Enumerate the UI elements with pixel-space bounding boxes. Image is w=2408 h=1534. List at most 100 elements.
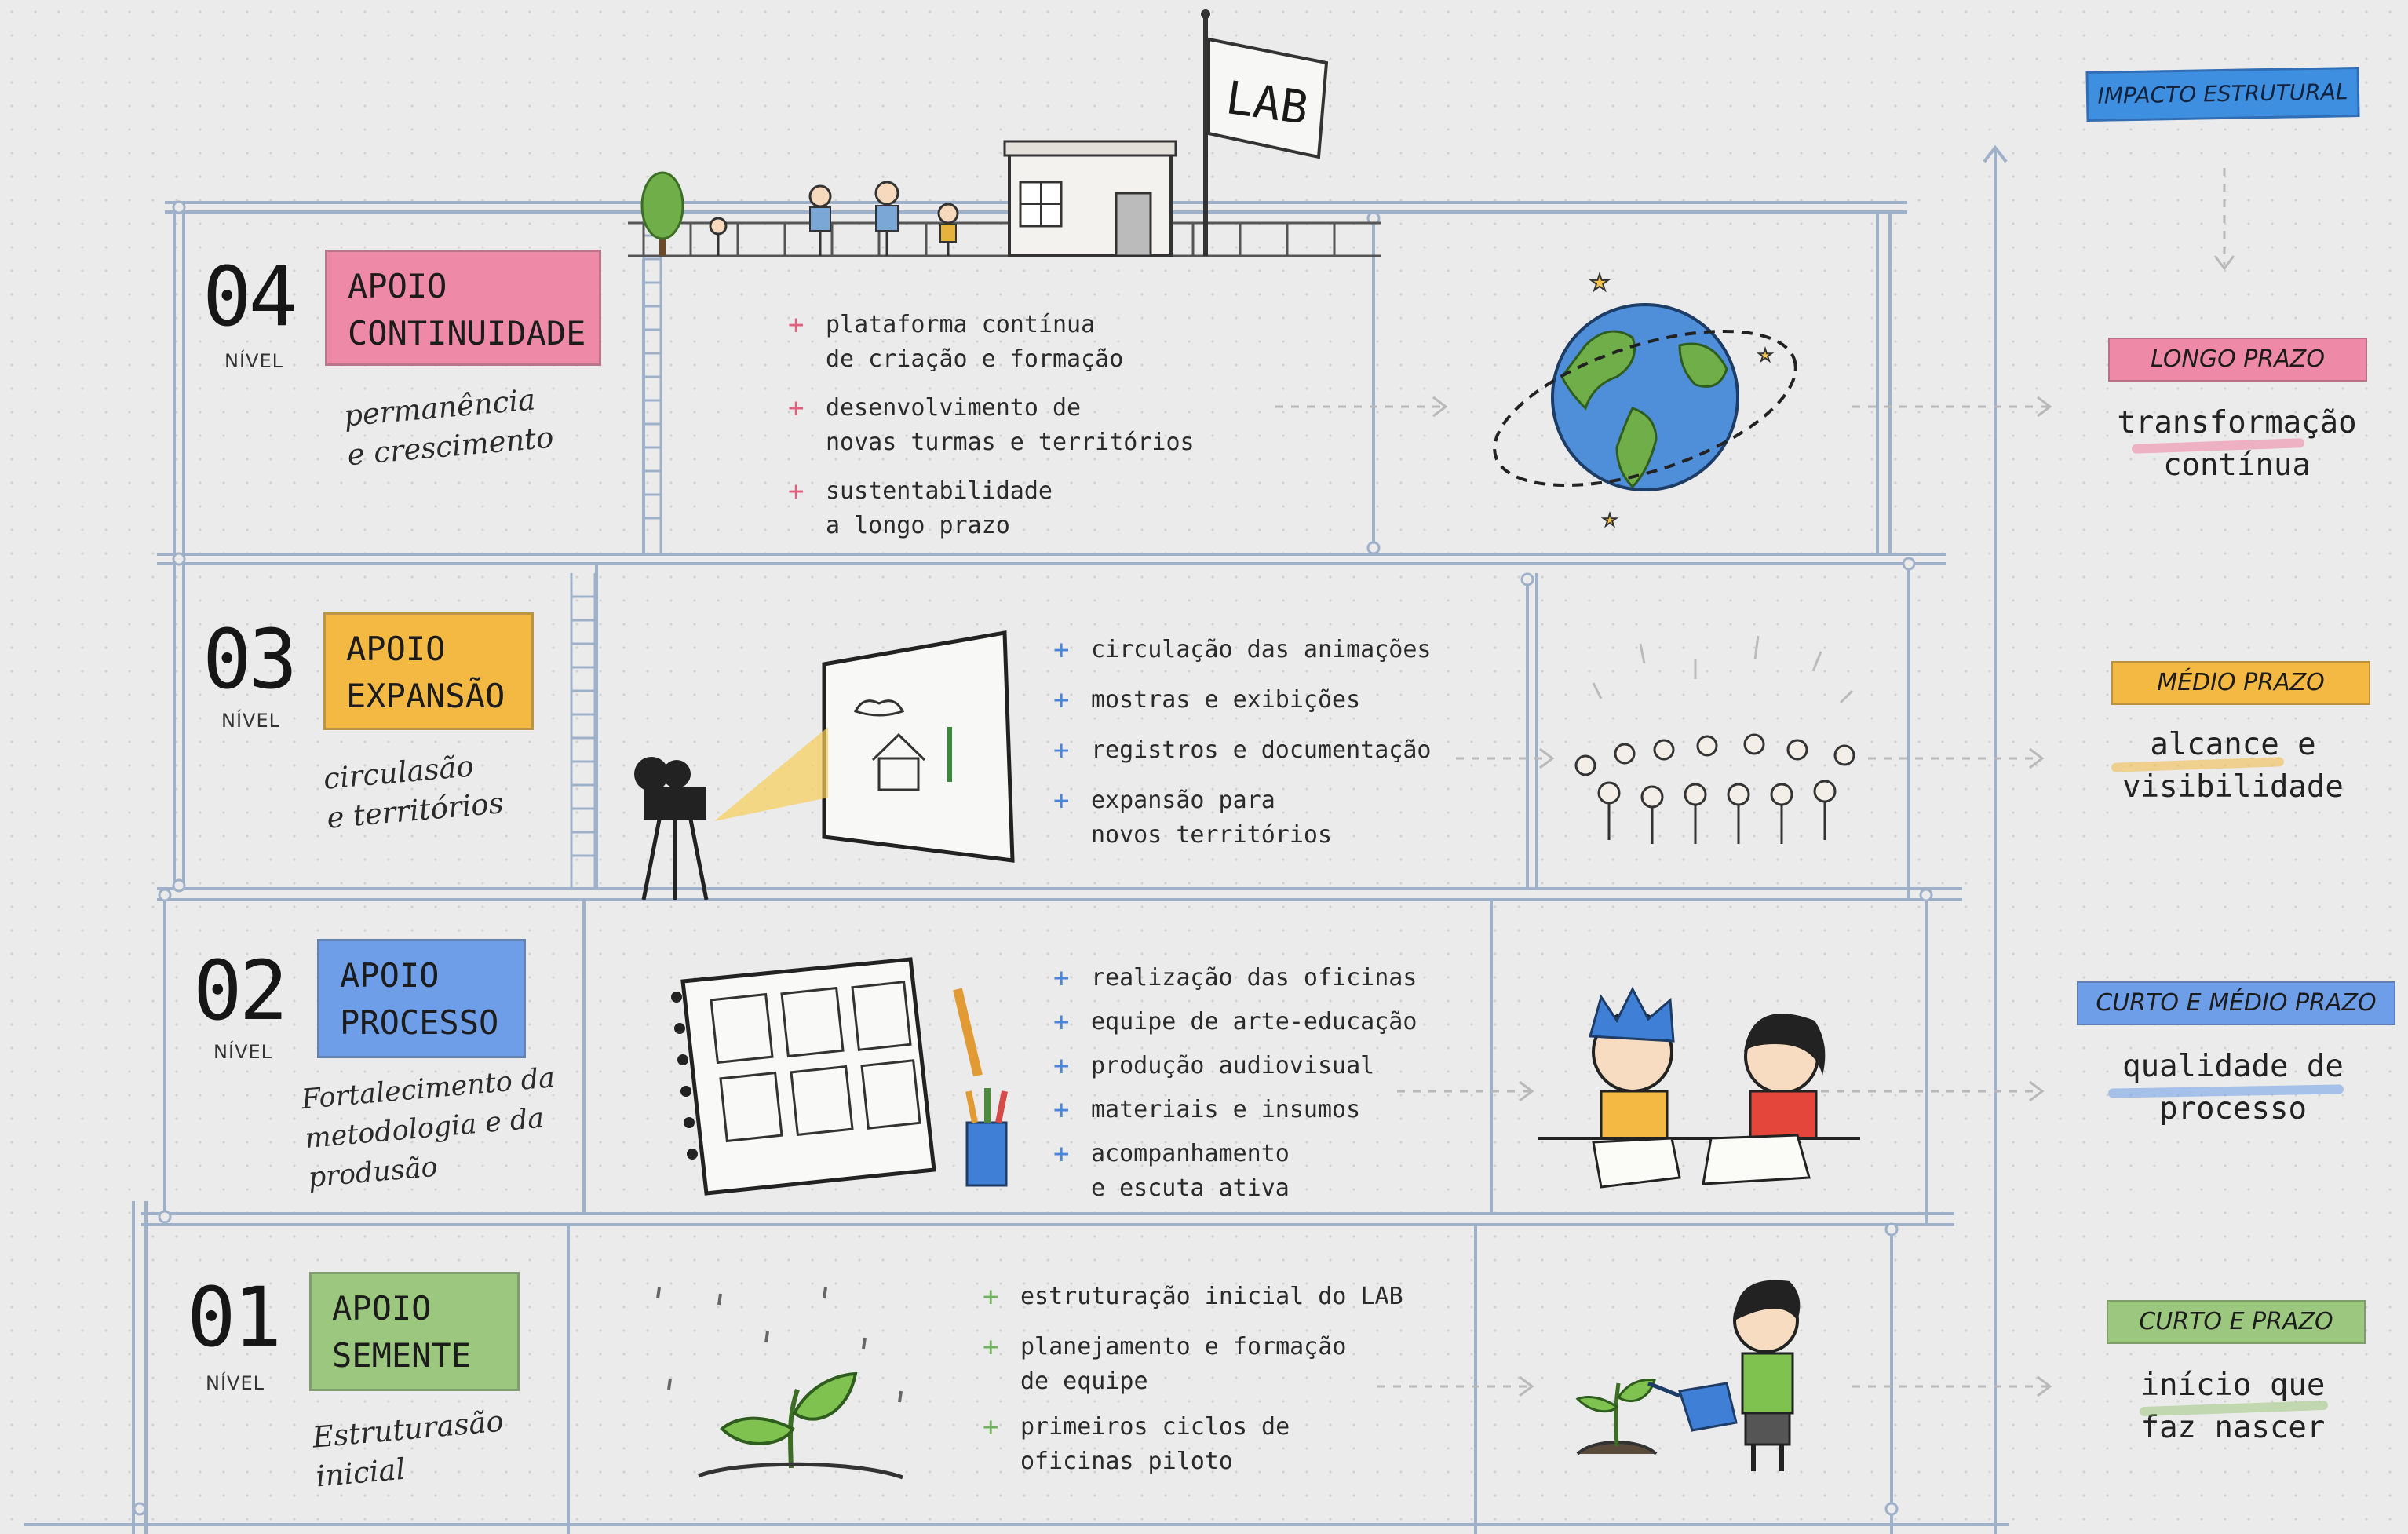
list-item-line1: acompanhamento bbox=[1091, 1140, 1290, 1167]
impact-line1: início que bbox=[2140, 1368, 2326, 1403]
plus-icon: + bbox=[983, 1331, 999, 1363]
level-tag-line1: APOIO bbox=[340, 956, 440, 995]
star-icon: ★ bbox=[1603, 505, 1617, 532]
term-badge: MÉDIO PRAZO bbox=[2111, 661, 2370, 705]
level-tag: APOIO SEMENTE bbox=[309, 1272, 520, 1391]
level-subtitle: circulasão e territórios bbox=[322, 744, 505, 838]
list-item-line2: a longo prazo bbox=[826, 512, 1010, 539]
list-item-line1: mostras e exibições bbox=[1091, 686, 1361, 714]
impact-text: transformação contínua bbox=[2088, 402, 2386, 487]
star-icon: ★ bbox=[1758, 340, 1772, 367]
plus-icon: + bbox=[983, 1281, 999, 1313]
list-item: + planejamento e formação de equipe bbox=[983, 1330, 1403, 1399]
list-item-line2: novos territórios bbox=[1091, 821, 1333, 849]
list-item-line2: oficinas piloto bbox=[1020, 1448, 1233, 1475]
term-badge: LONGO PRAZO bbox=[2108, 338, 2367, 382]
impact-line1: transformação bbox=[2117, 405, 2357, 440]
impact-line1: alcance e bbox=[2150, 727, 2316, 762]
list-item-line2: e escuta ativa bbox=[1091, 1174, 1290, 1202]
impact-text: alcance e visibilidade bbox=[2088, 724, 2378, 809]
level-number: 04 bbox=[202, 249, 297, 345]
list-item: + primeiros ciclos de oficinas piloto bbox=[983, 1410, 1403, 1479]
impact-line1: qualidade de bbox=[2122, 1049, 2344, 1084]
list-item-line1: registros e documentação bbox=[1091, 736, 1432, 764]
impact-line2: processo bbox=[2159, 1091, 2307, 1127]
level-tag-line1: APOIO bbox=[348, 267, 447, 305]
list-item-line1: materiais e insumos bbox=[1091, 1096, 1361, 1123]
list-item-line1: primeiros ciclos de bbox=[1020, 1413, 1290, 1441]
list-item: + realização das oficinas bbox=[1053, 961, 1417, 995]
list-item-line2: de equipe bbox=[1020, 1368, 1148, 1395]
level-item-list: + plataforma contínua de criação e formaçã… bbox=[788, 308, 1195, 557]
list-item: + plataforma contínua de criação e formaçã… bbox=[788, 308, 1195, 377]
level-tag: APOIO CONTINUIDADE bbox=[325, 250, 601, 366]
level-subtitle: Estruturasão inicial bbox=[311, 1402, 509, 1497]
term-badge: CURTO E PRAZO bbox=[2107, 1300, 2366, 1344]
level-item-list: + estruturação inicial do LAB + planejamen… bbox=[983, 1280, 1403, 1493]
list-item: + registros e documentação bbox=[1053, 733, 1431, 768]
sketchbook-icon bbox=[671, 957, 1008, 1196]
impact-text: início que faz nascer bbox=[2088, 1364, 2378, 1449]
plus-icon: + bbox=[788, 309, 804, 341]
list-item-line1: plataforma contínua bbox=[826, 311, 1096, 338]
globe-icon: ★ ★ ★ bbox=[1493, 261, 1797, 533]
level-number: 02 bbox=[193, 943, 288, 1039]
level-tag-line1: APOIO bbox=[332, 1289, 432, 1328]
list-item-line1: circulação das animações bbox=[1091, 636, 1432, 663]
plus-icon: + bbox=[1053, 634, 1070, 666]
impact-line2: visibilidade bbox=[2122, 769, 2344, 805]
crowd-icon bbox=[1574, 635, 1855, 844]
list-item-line1: equipe de arte-educação bbox=[1091, 1008, 1417, 1035]
list-item-line1: planejamento e formação bbox=[1020, 1333, 1347, 1361]
level-tag-line2: SEMENTE bbox=[332, 1336, 472, 1375]
level-tag-line2: PROCESSO bbox=[340, 1003, 499, 1042]
level-tag-line2: EXPANSÃO bbox=[346, 677, 505, 715]
list-item: + sustentabilidade a longo prazo bbox=[788, 474, 1195, 543]
lab-flag-icon bbox=[1201, 9, 1329, 256]
list-item: + acompanhamento e escuta ativa bbox=[1053, 1137, 1417, 1206]
plus-icon: + bbox=[983, 1412, 999, 1443]
plus-icon: + bbox=[1053, 1006, 1070, 1038]
plus-icon: + bbox=[788, 393, 804, 424]
level-tag-line2: CONTINUIDADE bbox=[348, 314, 586, 352]
list-item-line1: sustentabilidade bbox=[826, 477, 1053, 505]
impact-line2: faz nascer bbox=[2140, 1410, 2326, 1445]
watering-girl-icon bbox=[1575, 1280, 1801, 1471]
list-item-line1: realização das oficinas bbox=[1091, 964, 1417, 992]
impact-header-label: IMPACTO ESTRUTURAL bbox=[2097, 79, 2348, 109]
level-tag: APOIO EXPANSÃO bbox=[323, 612, 534, 730]
plus-icon: + bbox=[788, 476, 804, 507]
list-item: + materiais e insumos bbox=[1053, 1093, 1417, 1127]
lab-building-icon bbox=[1003, 140, 1177, 257]
children-drawing-icon bbox=[1538, 986, 1860, 1189]
level-tag-line1: APOIO bbox=[346, 630, 446, 668]
list-item-line1: estruturação inicial do LAB bbox=[1020, 1283, 1403, 1310]
level-caption: NÍVEL bbox=[221, 710, 280, 732]
level-item-list: + realização das oficinas + equipe de arte… bbox=[1053, 961, 1417, 1220]
list-item-line1: desenvolvimento de bbox=[826, 394, 1082, 422]
plus-icon: + bbox=[1053, 1138, 1070, 1170]
list-item: + mostras e exibições bbox=[1053, 683, 1431, 718]
list-item: + circulação das animações bbox=[1053, 633, 1431, 667]
level-tag: APOIO PROCESSO bbox=[317, 939, 526, 1058]
impact-text: qualidade de processo bbox=[2088, 1046, 2378, 1130]
impact-header-badge: IMPACTO ESTRUTURAL bbox=[2085, 66, 2360, 122]
list-item: + estruturação inicial do LAB bbox=[983, 1280, 1403, 1314]
level-caption: NÍVEL bbox=[206, 1372, 265, 1394]
list-item-line2: de criação e formação bbox=[826, 345, 1124, 373]
plus-icon: + bbox=[1053, 685, 1070, 716]
level-caption: NÍVEL bbox=[213, 1041, 272, 1063]
plus-icon: + bbox=[1053, 1050, 1070, 1082]
projector-screen-icon bbox=[634, 630, 1015, 900]
level-caption: NÍVEL bbox=[224, 350, 283, 372]
plus-icon: + bbox=[1053, 962, 1070, 994]
list-item-line1: expansão para bbox=[1091, 787, 1275, 814]
impact-line2: contínua bbox=[2163, 447, 2311, 483]
list-item: + equipe de arte-educação bbox=[1053, 1005, 1417, 1039]
plus-icon: + bbox=[1053, 1094, 1070, 1126]
level-number: 03 bbox=[202, 612, 297, 707]
plus-icon: + bbox=[1053, 735, 1070, 766]
